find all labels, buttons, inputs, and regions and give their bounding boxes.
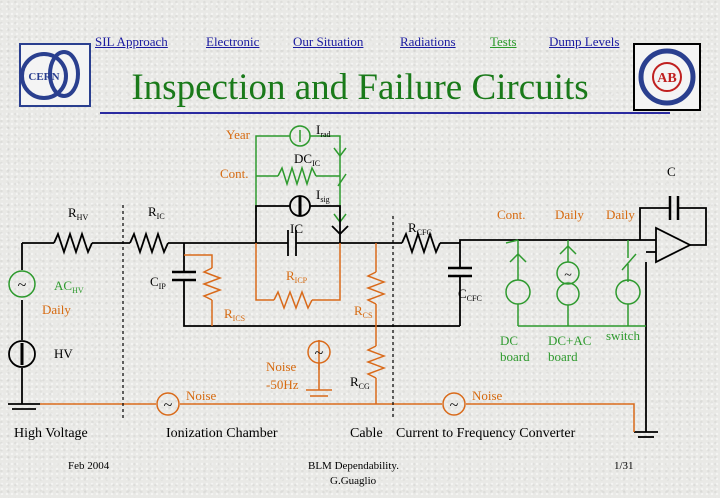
cern-logo: CERN <box>19 43 91 107</box>
section-cfc: Current to Frequency Converter <box>396 426 576 441</box>
label-r-cfc: RCFC <box>408 220 432 237</box>
label-noise-right: Noise <box>472 388 503 403</box>
nav-link-sil-approach[interactable]: SIL Approach <box>95 34 168 49</box>
label-year: Year <box>226 127 251 142</box>
label-ic: IC <box>290 221 303 236</box>
label-c: C <box>667 164 676 179</box>
section-separators <box>122 205 394 420</box>
label-r-cg: RCG <box>350 374 370 391</box>
nav-link-dump-levels[interactable]: Dump Levels <box>549 34 620 49</box>
label-ac-hv: ACHV <box>54 278 84 295</box>
nav-link-tests[interactable]: Tests <box>490 34 517 49</box>
footer-center-1: BLM Dependability. <box>308 460 399 472</box>
orange-inspection-paths <box>40 243 635 432</box>
ab-logo: AB <box>633 43 701 111</box>
nav-link-radiations[interactable]: Radiations <box>400 34 456 49</box>
noise-right-tilde-icon: ~ <box>450 397 459 414</box>
label-noise-mid: Noise <box>266 359 297 374</box>
label-r-cs: RCS <box>354 303 372 320</box>
section-ionization-chamber: Ionization Chamber <box>166 426 278 441</box>
label-r-ic: RIC <box>148 204 165 221</box>
label-daily-right-1: Daily <box>555 207 584 222</box>
label-switch: switch <box>606 328 640 343</box>
page-title: Inspection and Failure Circuits <box>131 67 589 108</box>
label-r-ics: RICS <box>224 306 245 323</box>
label-noise-left: Noise <box>186 388 217 403</box>
label-hv: HV <box>54 346 73 361</box>
nav-link-electronic[interactable]: Electronic <box>206 34 260 49</box>
label-dcac-board: DC+AC <box>548 333 591 348</box>
label-i-sig: Isig <box>316 187 330 204</box>
main-circuit-wires <box>8 195 707 438</box>
label-cont-top: Cont. <box>220 166 249 181</box>
label-c-ip: CIP <box>150 274 166 291</box>
ac-source-tilde-icon: ~ <box>18 277 27 294</box>
label-noise-50hz: -50Hz <box>266 377 299 392</box>
green-monitors <box>8 239 646 327</box>
label-r-icp: RICP <box>286 268 308 285</box>
svg-text:AB: AB <box>657 71 676 86</box>
label-dcac-board-2: board <box>548 349 578 364</box>
label-i-rad: Irad <box>316 122 331 139</box>
nav-bar: SIL Approach Electronic Our Situation Ra… <box>0 34 720 52</box>
noise-source-tilde-icon: ~ <box>315 345 324 362</box>
label-r-hv: RHV <box>68 205 88 222</box>
label-daily-right-2: Daily <box>606 207 635 222</box>
footer-date: Feb 2004 <box>68 460 110 472</box>
label-c-cfc: CCFC <box>458 286 482 303</box>
label-cont-right: Cont. <box>497 207 526 222</box>
title-underline <box>100 112 670 114</box>
svg-text:CERN: CERN <box>28 71 59 83</box>
section-high-voltage: High Voltage <box>14 426 88 441</box>
footer-center-2: G.Guaglio <box>330 475 377 487</box>
label-dc-board-2: board <box>500 349 530 364</box>
label-dc-board: DC <box>500 333 518 348</box>
section-cable: Cable <box>350 426 383 441</box>
noise-left-tilde-icon: ~ <box>164 397 173 414</box>
footer-page: 1/31 <box>614 460 634 472</box>
label-daily-left: Daily <box>42 302 71 317</box>
dcac-tilde-icon: ~ <box>564 268 572 283</box>
label-dc-ic: DCIC <box>294 151 320 168</box>
nav-link-our-situation[interactable]: Our Situation <box>293 34 364 49</box>
